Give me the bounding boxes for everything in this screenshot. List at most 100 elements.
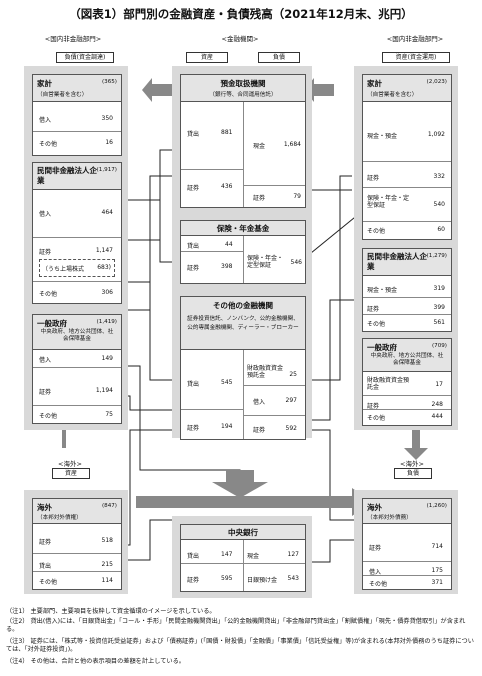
item-label: 証券: [187, 185, 200, 192]
government-liabilities-box: 一般政府 (1,419) 中央政府、地方公共団体、社会保障基金 借入 149 証…: [32, 314, 122, 424]
box-subtitle: 証券投資信託、ノンバンク、公的金融機関、公的専属金融機関、ディーラー・ブローカー: [187, 316, 299, 331]
item-label: 証券: [187, 577, 200, 584]
item-label: 貸出: [187, 553, 200, 560]
box-title: 預金取扱機関: [220, 79, 266, 88]
item-value: 175: [431, 567, 443, 574]
item-value: 592: [285, 425, 297, 432]
item-label: （うち上場株式: [42, 266, 85, 273]
footnote: （注3） 証券には、「株式等・投資信託受益証券」および「債務証券」(「国債・財投…: [6, 638, 474, 653]
footnote: （注4） その他は、合計と他の表示項目の差額を計上している。: [6, 658, 185, 665]
item-value: 16: [105, 139, 113, 146]
arrow-icon: [136, 488, 372, 516]
arrow-icon: [142, 78, 172, 102]
box-subtitle: （自営業者を含む）: [37, 92, 88, 98]
arrow-icon: [212, 470, 268, 498]
box-subtitle: （本邦対外債権）: [37, 515, 82, 521]
item-label: 証券: [367, 306, 380, 313]
other-financial-box: その他の金融機関 証券投資信託、ノンバンク、公的金融機関、公的専属金融機関、ディ…: [180, 296, 306, 440]
item-value: 17: [435, 381, 443, 388]
item-label: 財政融資資金預託金: [367, 377, 410, 391]
box-title: その他の金融機関: [213, 301, 273, 310]
item-label: 日銀預け金: [247, 577, 278, 584]
item-value: 881: [221, 129, 233, 136]
item-label: その他: [367, 321, 386, 328]
item-value: 75: [105, 411, 113, 418]
box-total: (847): [101, 503, 117, 509]
insurance-pension-box: 保険・年金基金 貸出 44 証券 398 保険・年金・定型保証 546: [180, 220, 306, 284]
box-total: (1,260): [426, 503, 447, 509]
box-title: 海外: [37, 503, 52, 512]
item-label: 貸出: [187, 243, 200, 250]
box-title: 民間非金融法人企業: [367, 252, 427, 271]
box-title: 家計: [367, 79, 382, 88]
item-label: 借入: [369, 569, 382, 576]
box-title: 一般政府: [37, 319, 67, 328]
box-total: (2,023): [426, 79, 447, 85]
item-label: 証券: [187, 425, 200, 432]
box-subtitle: （自営業者を含む）: [367, 92, 418, 98]
box-title: 中央銀行: [228, 528, 258, 537]
item-value: 399: [433, 304, 445, 311]
box-subtitle: 中央政府、地方公共団体、社会保障基金: [370, 353, 444, 366]
item-value: 319: [433, 285, 445, 292]
item-label: 現金: [247, 553, 260, 560]
section-financial: <金融機関>: [221, 35, 259, 43]
item-value: 60: [437, 226, 445, 233]
item-label: その他: [369, 581, 388, 588]
overseas-liabilities-box: 海外 (1,260) （本邦対外債務） 証券 714 借入 175 その他 37…: [362, 498, 452, 590]
item-value: 1,092: [427, 131, 445, 138]
item-value: 540: [433, 201, 445, 208]
item-label: 借入: [39, 357, 52, 364]
item-value: 683): [97, 264, 111, 271]
box-total: (1,917): [96, 167, 117, 173]
item-label: 借入: [253, 399, 266, 406]
item-label: 証券: [253, 195, 266, 202]
box-title: 海外: [367, 503, 382, 512]
item-value: 194: [221, 423, 233, 430]
item-label: その他: [367, 228, 386, 235]
item-value: 561: [433, 319, 445, 326]
item-label: 証券: [39, 249, 52, 256]
connector-line: [118, 149, 178, 241]
connector-line: [118, 519, 178, 561]
box-title: 家計: [37, 79, 52, 88]
item-label: 借入: [39, 117, 52, 124]
item-label: その他: [39, 579, 58, 586]
item-label: その他: [39, 291, 58, 298]
item-label: その他: [39, 413, 58, 420]
item-value: 332: [433, 173, 445, 180]
item-label: 保険・年金・定型保証: [367, 195, 410, 209]
item-label: 財政融資資金預託金: [247, 365, 284, 379]
item-value: 114: [101, 577, 113, 584]
item-value: 714: [431, 543, 443, 550]
item-value: 464: [101, 209, 113, 216]
item-value: 248: [431, 401, 443, 408]
item-label: 証券: [39, 539, 52, 546]
corporations-liabilities-box: 民間非金融法人企業 (1,917) 借入 464 証券 1,147 （うち上場株…: [32, 162, 122, 304]
item-label: 貸出: [39, 563, 52, 570]
central-bank-box: 中央銀行 貸出 147 証券 595 現金 127 日銀預け金 543: [180, 524, 306, 592]
item-label: 現金: [253, 143, 266, 150]
item-label: 証券: [39, 389, 52, 396]
item-value: 444: [431, 413, 443, 420]
tag-liabilities: 負債: [394, 468, 432, 479]
box-total: (709): [431, 343, 447, 349]
item-value: 371: [431, 579, 443, 586]
section-domestic-right: <国内非金融部門>: [386, 35, 444, 43]
section-overseas-right: <海外>: [400, 460, 424, 468]
item-value: 306: [101, 289, 113, 296]
depository-institutions-box: 預金取扱機関 （銀行等、合同運用信託） 貸出 881 証券 436 現金 1,6…: [180, 74, 306, 208]
item-label: その他: [367, 415, 386, 422]
item-value: 398: [221, 263, 233, 270]
tag-assets: 資産: [186, 52, 228, 63]
item-label: 現金・預金: [367, 287, 398, 294]
item-value: 1,684: [283, 141, 301, 148]
item-value: 44: [225, 241, 233, 248]
connector-line: [300, 429, 362, 521]
connector-line: [118, 281, 178, 381]
section-overseas-left: <海外>: [58, 460, 82, 468]
item-label: 貸出: [187, 381, 200, 388]
connector-line: [300, 299, 362, 421]
overseas-assets-box: 海外 (847) （本邦対外債権） 証券 518 貸出 215 その他 114: [32, 498, 122, 590]
